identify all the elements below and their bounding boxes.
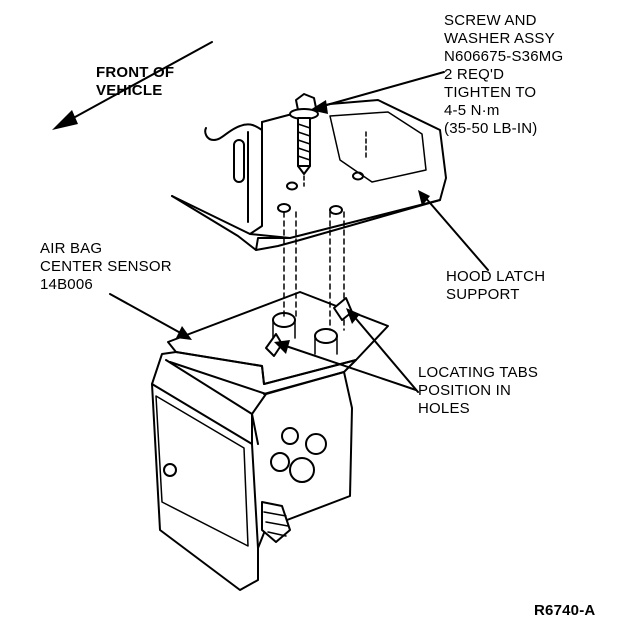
- screw-callout-label: SCREW AND WASHER ASSY N606675-S36MG 2 RE…: [444, 12, 564, 137]
- hood-latch-callout-label: HOOD LATCH SUPPORT: [446, 268, 546, 303]
- locating-tabs-callout-label: LOCATING TABS POSITION IN HOLES: [418, 364, 539, 417]
- front-direction-arrow: [52, 41, 213, 130]
- sensor-callout-label: AIR BAG CENTER SENSOR 14B006: [40, 240, 172, 293]
- figure-id-label: R6740-A: [534, 602, 596, 619]
- front-of-vehicle-label: FRONT OF VEHICLE: [96, 64, 175, 99]
- bracket-holes: [277, 171, 364, 215]
- leader-lines: [109, 71, 489, 393]
- hood-latch-support: [171, 99, 447, 251]
- air-bag-center-sensor: [151, 291, 389, 591]
- screw-and-washer: [289, 93, 319, 187]
